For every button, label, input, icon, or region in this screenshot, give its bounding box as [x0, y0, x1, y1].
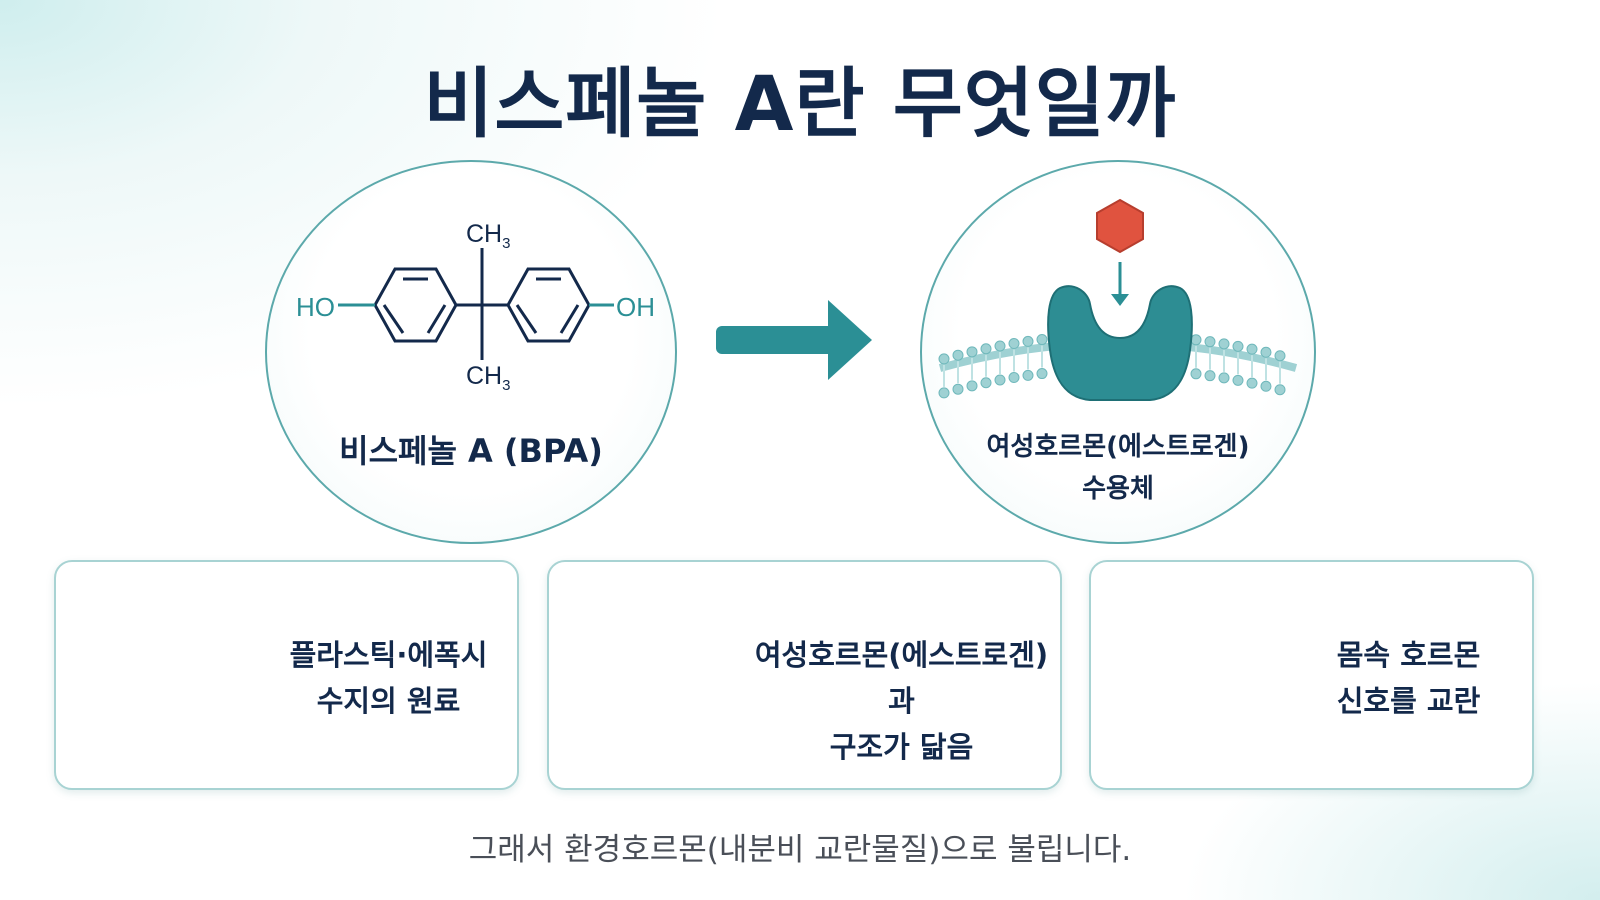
methyl-top-text: CH [466, 220, 502, 248]
card-1-text: 플라스틱·에폭시 수지의 원료 [266, 632, 511, 724]
card-3-line1: 몸속 호르몬 [1336, 638, 1481, 672]
hormone-molecule-icon [1096, 198, 1144, 254]
hydroxyl-left-label: HO [296, 292, 335, 322]
card-2-line1: 여성호르몬(에스트로겐)과 [754, 638, 1049, 718]
card-hormone-disruption: 몸속 호르몬 신호를 교란 [1089, 560, 1534, 790]
receptor-label-line1: 여성호르몬(에스트로겐) [986, 432, 1250, 462]
bpa-molecule-structure [338, 248, 614, 360]
cell-membrane-icon [938, 334, 1298, 399]
page-title: 비스페놀 A란 무엇일까 [423, 59, 1177, 148]
hydroxyl-right-label: OH [616, 292, 655, 322]
card-3-text: 몸속 호르몬 신호를 교란 [1291, 632, 1526, 724]
card-plastic-raw-material: 플라스틱·에폭시 수지의 원료 [54, 560, 519, 790]
card-2-text: 여성호르몬(에스트로겐)과 구조가 닮음 [744, 632, 1059, 770]
arrow-down-icon [1111, 262, 1129, 306]
card-structure-similarity: 여성호르몬(에스트로겐)과 구조가 닮음 [547, 560, 1062, 790]
methyl-bottom-text: CH [466, 362, 502, 390]
footer-caption: 그래서 환경호르몬(내분비 교란물질)으로 불립니다. [468, 832, 1132, 868]
methyl-top-subscript: 3 [502, 235, 510, 252]
receptor-label-line2: 수용체 [1082, 474, 1154, 504]
card-3-line2: 신호를 교란 [1336, 684, 1481, 718]
arrow-right-icon [716, 300, 872, 380]
methyl-bottom-label: CH3 [466, 362, 510, 394]
card-1-line2: 수지의 원료 [316, 684, 461, 718]
methyl-top-label: CH3 [466, 220, 510, 252]
bpa-structure-panel [265, 160, 677, 544]
card-2-line2: 구조가 닮음 [829, 730, 974, 764]
receptor-label: 여성호르몬(에스트로겐) 수용체 [920, 426, 1316, 510]
receptor-icon [1047, 285, 1193, 401]
methyl-bottom-subscript: 3 [502, 377, 510, 394]
card-1-line1: 플라스틱·에폭시 [289, 638, 488, 672]
bpa-label: 비스페놀 A (BPA) [339, 432, 603, 470]
